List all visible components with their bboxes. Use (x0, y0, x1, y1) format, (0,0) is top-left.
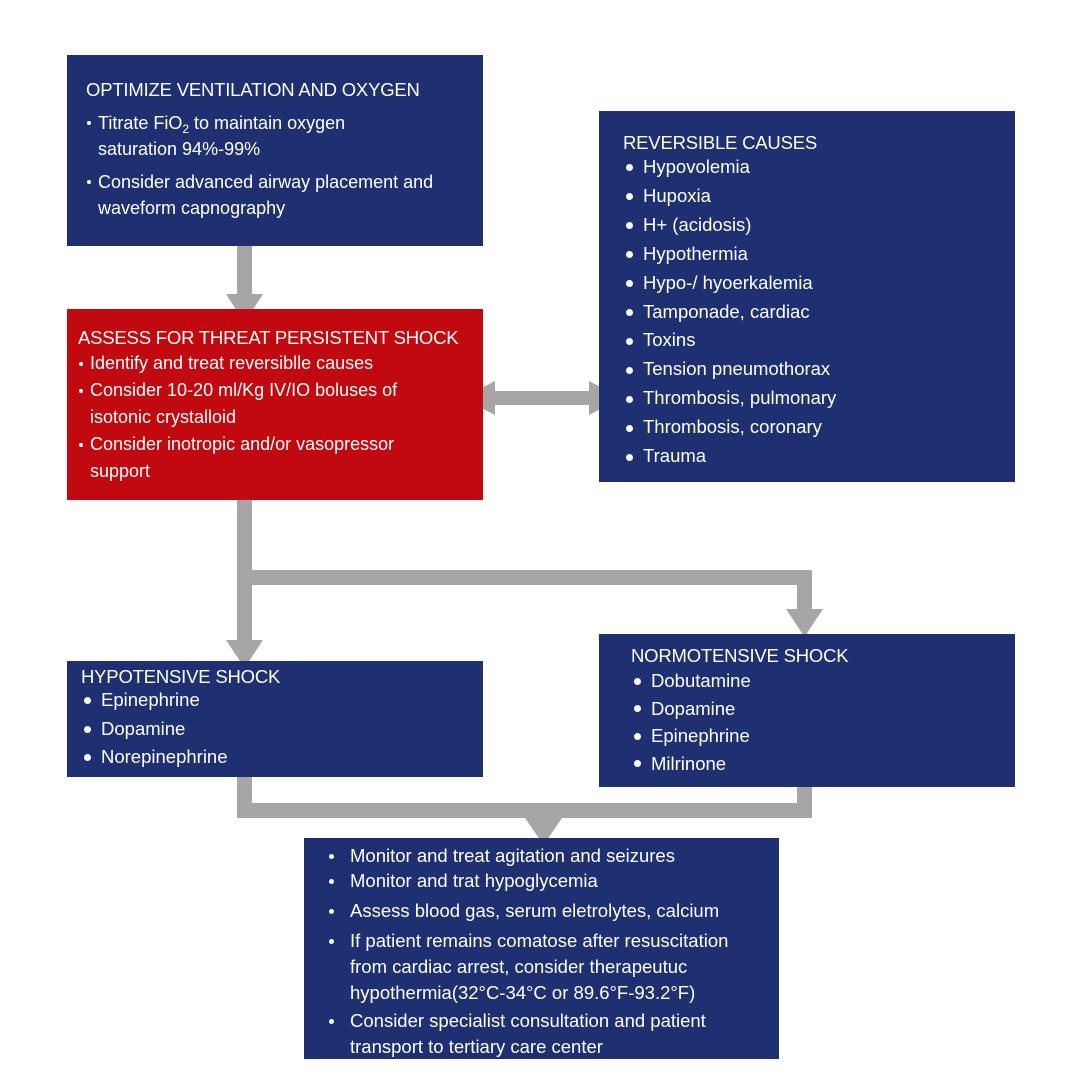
list-item: Identify and treat reversiblle causes (78, 350, 483, 377)
normotensive-shock-title: NORMOTENSIVE SHOCK (631, 645, 849, 666)
arrow-shaft-optimize-assess (237, 246, 252, 294)
arrow-head-branch-normotensive (786, 609, 823, 637)
list-item: Thrombosis, pulmonary (623, 384, 1015, 413)
arrow-head-merge-final (525, 818, 562, 845)
list-item: Tension pneumothorax (623, 355, 1015, 384)
post-resuscitation-list: Monitor and treat agitation and seizures… (325, 843, 779, 1060)
arrow-head-optimize-assess (226, 294, 263, 323)
arrow-shaft-assess-hypotensive (237, 500, 252, 640)
hypotensive-shock-box: HYPOTENSIVE SHOCK Epinephrine Dopamine N… (67, 661, 483, 777)
list-item: Hypo-/ hyoerkalemia (623, 269, 1015, 298)
optimize-ventilation-title: OPTIMIZE VENTILATION AND OXYGEN (86, 79, 420, 100)
list-item: Hupoxia (623, 182, 1015, 211)
arrow-head-assess-hypotensive (226, 640, 263, 668)
list-item: Consider inotropic and/or vasopressor su… (78, 431, 483, 485)
list-item: Norepinephrine (81, 743, 483, 772)
assess-shock-title: ASSESS FOR THREAT PERSISTENT SHOCK (78, 327, 459, 348)
list-item: Tamponade, cardiac (623, 298, 1015, 327)
list-item: Consider 10-20 ml/Kg IV/IO boluses of is… (78, 377, 483, 431)
normotensive-shock-list: Dobutamine Dopamine Epinephrine Milrinon… (631, 667, 1015, 777)
reversible-causes-title: REVERSIBLE CAUSES (623, 132, 818, 153)
branch-connector (252, 570, 812, 585)
reversible-causes-box: REVERSIBLE CAUSES Hypovolemia Hupoxia H+… (599, 111, 1015, 482)
list-item: Trauma (623, 442, 1015, 471)
list-item: If patient remains comatose after resusc… (325, 928, 779, 1006)
arrow-shaft-branch-normotensive (797, 585, 812, 610)
list-item: Monitor and trat hypoglycemia (325, 868, 779, 894)
hypotensive-shock-title: HYPOTENSIVE SHOCK (81, 666, 281, 687)
list-item: Assess blood gas, serum eletrolytes, cal… (325, 898, 779, 924)
list-item: Milrinone (631, 750, 1015, 778)
optimize-ventilation-box: OPTIMIZE VENTILATION AND OXYGEN Titrate … (67, 55, 483, 246)
list-item: Dopamine (81, 715, 483, 744)
assess-shock-box: ASSESS FOR THREAT PERSISTENT SHOCK Ident… (67, 309, 483, 500)
list-item: Epinephrine (81, 686, 483, 715)
list-item: Thrombosis, coronary (623, 413, 1015, 442)
list-item: Toxins (623, 326, 1015, 355)
list-item: Dopamine (631, 695, 1015, 723)
list-item: Epinephrine (631, 722, 1015, 750)
list-item: Hypothermia (623, 240, 1015, 269)
list-item: Dobutamine (631, 667, 1015, 695)
normotensive-shock-box: NORMOTENSIVE SHOCK Dobutamine Dopamine E… (599, 634, 1015, 787)
merge-connector (237, 803, 812, 818)
list-item: H+ (acidosis) (623, 211, 1015, 240)
post-resuscitation-box: Monitor and treat agitation and seizures… (304, 838, 779, 1059)
hypotensive-shock-list: Epinephrine Dopamine Norepinephrine (81, 686, 483, 772)
double-arrow-shaft (490, 391, 590, 405)
list-item: Titrate FiO2 to maintain oxygen saturati… (86, 110, 483, 162)
list-item: Consider advanced airway placement and w… (86, 169, 483, 221)
optimize-ventilation-list: Titrate FiO2 to maintain oxygen saturati… (86, 110, 483, 221)
list-item: Hypovolemia (623, 153, 1015, 182)
list-item: Monitor and treat agitation and seizures (325, 843, 779, 869)
list-item: Consider specialist consultation and pat… (325, 1008, 779, 1060)
reversible-causes-list: Hypovolemia Hupoxia H+ (acidosis) Hypoth… (623, 153, 1015, 471)
assess-shock-list: Identify and treat reversiblle causes Co… (78, 350, 483, 485)
